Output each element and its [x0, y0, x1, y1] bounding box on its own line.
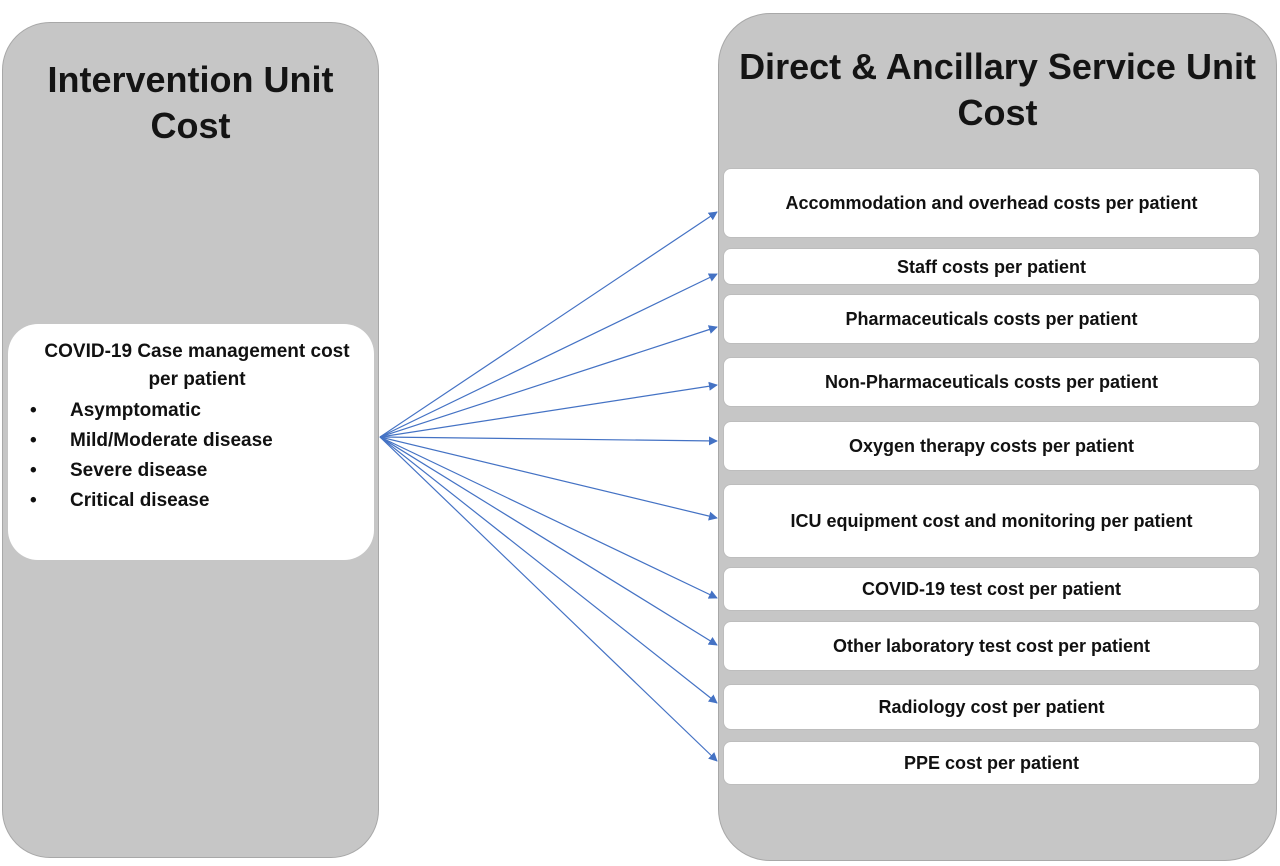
list-item: •Mild/Moderate disease: [30, 426, 364, 456]
arrow-to-radiology: [379, 436, 718, 704]
bullet-icon: •: [30, 400, 37, 421]
bullet-icon: •: [30, 460, 37, 481]
cost-item-ppe: PPE cost per patient: [723, 741, 1260, 785]
arrow-to-other-laboratory: [379, 436, 718, 646]
list-item: •Severe disease: [30, 456, 364, 486]
case-management-title: COVID-19 Case management cost per patien…: [44, 341, 350, 390]
arrow-to-non-pharmaceuticals: [379, 381, 718, 438]
arrow-to-icu-equipment: [379, 436, 718, 521]
disease-severity-list: •Asymptomatic •Mild/Moderate disease •Se…: [30, 396, 364, 516]
bullet-icon: •: [30, 490, 37, 511]
arrow-to-ppe: [379, 436, 718, 762]
cost-item-pharmaceuticals: Pharmaceuticals costs per patient: [723, 294, 1260, 344]
arrow-to-oxygen-therapy: [379, 436, 718, 446]
arrow-to-pharmaceuticals: [379, 325, 718, 438]
cost-item-radiology: Radiology cost per patient: [723, 684, 1260, 730]
cost-item-other-laboratory: Other laboratory test cost per patient: [723, 621, 1260, 671]
cost-item-covid-test: COVID-19 test cost per patient: [723, 567, 1260, 611]
arrow-to-staff: [379, 273, 718, 438]
case-management-box: COVID-19 Case management cost per patien…: [8, 324, 374, 560]
cost-item-accommodation: Accommodation and overhead costs per pat…: [723, 168, 1260, 238]
cost-item-icu-equipment: ICU equipment cost and monitoring per pa…: [723, 484, 1260, 558]
cost-item-staff: Staff costs per patient: [723, 248, 1260, 285]
bullet-icon: •: [30, 430, 37, 451]
cost-item-non-pharmaceuticals: Non-Pharmaceuticals costs per patient: [723, 357, 1260, 407]
list-item: •Asymptomatic: [30, 396, 364, 426]
cost-item-oxygen-therapy: Oxygen therapy costs per patient: [723, 421, 1260, 471]
intervention-unit-cost-title: Intervention Unit Cost: [47, 59, 334, 146]
list-item: •Critical disease: [30, 486, 364, 516]
arrow-to-covid-test: [379, 436, 718, 599]
direct-ancillary-service-unit-cost-title: Direct & Ancillary Service Unit Cost: [739, 46, 1256, 133]
arrow-to-accommodation: [379, 211, 718, 438]
